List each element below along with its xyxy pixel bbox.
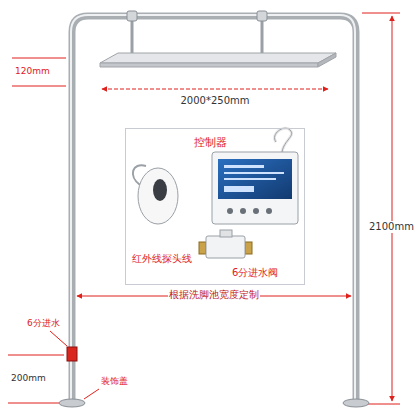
dimension-label: 6分进水 — [26, 318, 61, 329]
dimension-label: 装饰盖 — [100, 376, 129, 387]
valve-coil — [220, 230, 232, 237]
controller-buttons — [227, 208, 272, 214]
part-label: 6分进水阀 — [232, 267, 278, 279]
water-valve — [206, 236, 245, 258]
frame-highlight — [71, 15, 355, 400]
controller-cable-edge — [275, 128, 292, 152]
hanger-rods — [132, 17, 262, 54]
shower-head-side — [318, 53, 336, 67]
water-inlet — [67, 347, 77, 361]
controller-screen — [218, 159, 292, 199]
inset-photo-box: 控制器红外线探头线 6分进水阀 — [125, 128, 305, 285]
inlet-leader — [50, 331, 67, 346]
decor-covers — [59, 399, 369, 407]
valve-fitting — [199, 242, 206, 254]
cover-leader — [84, 389, 99, 399]
frame-pipe — [72, 16, 356, 400]
part-label: 控制器 — [194, 136, 227, 149]
dim-120 — [12, 58, 66, 86]
dimension-label: 2000*250mm — [179, 95, 250, 107]
dim-2100 — [362, 13, 400, 404]
dim-200 — [8, 355, 64, 403]
part-label: 红外线探头线 — [132, 253, 192, 265]
dim-head-width — [102, 89, 328, 90]
valve-fitting — [245, 242, 252, 254]
shower-head-edge — [100, 63, 318, 67]
hanger-clips — [127, 11, 267, 21]
controller-cable — [275, 128, 292, 152]
dimension-label: 120mm — [14, 66, 51, 77]
dimension-label: 根据洗脚池宽度定制 — [168, 289, 260, 301]
shower-head-top — [100, 53, 336, 63]
controller-screen-marks — [224, 165, 284, 192]
inset-ground — [125, 128, 305, 285]
dimension-label: 2100mm — [368, 221, 415, 233]
sensor-window — [153, 179, 167, 201]
infrared-sensor — [138, 168, 178, 224]
controller-box — [212, 152, 298, 224]
dimension-label: 200mm — [10, 373, 47, 384]
